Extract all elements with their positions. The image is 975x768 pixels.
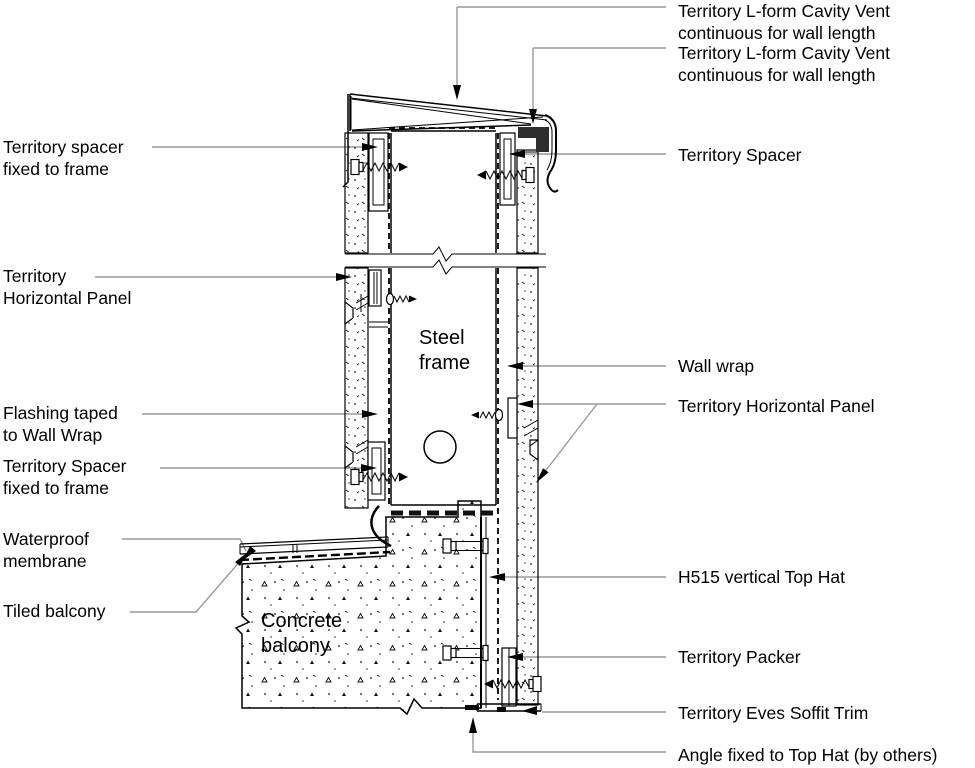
- cavity-vent: [518, 127, 549, 152]
- label-waterproof-membrane: Waterproof membrane: [3, 529, 89, 571]
- label-territory-horizontal-panel-right: Territory Horizontal Panel: [678, 396, 875, 416]
- label-territory-spacer-mid: Territory Spacer fixed to frame: [3, 456, 127, 498]
- left-spacer-upper: [368, 132, 389, 212]
- label-territory-packer: Territory Packer: [678, 647, 801, 667]
- steel-frame-label: Steel frame: [419, 327, 471, 374]
- label-cavity-vent-1: Territory L-form Cavity Vent continuous …: [678, 1, 890, 43]
- label-h515-top-hat: H515 vertical Top Hat: [678, 567, 845, 587]
- label-wall-wrap: Wall wrap: [678, 356, 755, 376]
- right-cladding-panel-upper: [516, 149, 539, 254]
- right-spacer-upper: [499, 132, 516, 206]
- left-spacer-lower: [367, 441, 386, 501]
- label-eves-soffit-trim: Territory Eves Soffit Trim: [678, 703, 869, 723]
- label-territory-spacer-right: Territory Spacer: [678, 145, 802, 165]
- concrete-balcony-slab: [234, 500, 482, 716]
- fixing-screws: [350, 158, 542, 693]
- concrete-balcony-label: Concrete balcony: [261, 610, 343, 657]
- break-line: [345, 246, 546, 275]
- balcony-tiles: [239, 536, 389, 555]
- label-territory-spacer-top: Territory spacer fixed to frame: [3, 137, 124, 179]
- wall-upper-section: [344, 127, 549, 254]
- label-tiled-balcony: Tiled balcony: [3, 601, 106, 621]
- right-cladding-panel-lower: [516, 267, 539, 706]
- label-flashing-taped: Flashing taped to Wall Wrap: [3, 403, 118, 445]
- waterproof-membrane-line: [239, 550, 391, 562]
- left-spacer-joint: [368, 269, 382, 307]
- right-joint-hat: [507, 397, 518, 439]
- label-cavity-vent-2: Territory L-form Cavity Vent continuous …: [678, 43, 890, 85]
- soffit-detail: [442, 517, 542, 715]
- label-territory-horizontal-panel-left: Territory Horizontal Panel: [3, 266, 132, 308]
- balcony: [234, 500, 482, 716]
- wall-lower-section: [344, 267, 539, 706]
- left-cladding-panel-upper: [344, 132, 369, 254]
- label-angle-top-hat: Angle fixed to Top Hat (by others): [678, 745, 938, 765]
- leader-arrowheads: [235, 85, 549, 733]
- joint-screw-left: [385, 292, 417, 306]
- frame-service-hole: [423, 430, 457, 464]
- joint-screw-right: [471, 408, 504, 422]
- angle-bracket: [465, 705, 479, 710]
- leader-lines: [95, 6, 666, 753]
